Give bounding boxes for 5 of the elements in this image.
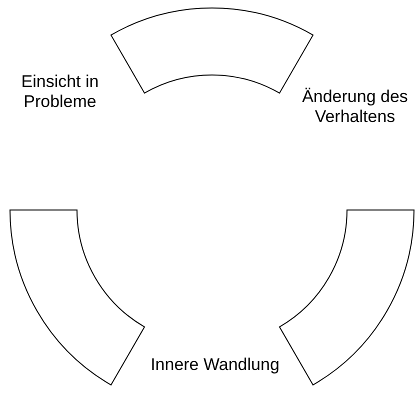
- stage-label: Einsicht in Probleme: [20, 72, 100, 112]
- stage-label: Änderung des Verhaltens: [301, 87, 409, 127]
- arc-segment: [279, 210, 414, 386]
- stage-label: Innere Wandlung: [150, 355, 280, 375]
- arc-segment: [10, 210, 145, 386]
